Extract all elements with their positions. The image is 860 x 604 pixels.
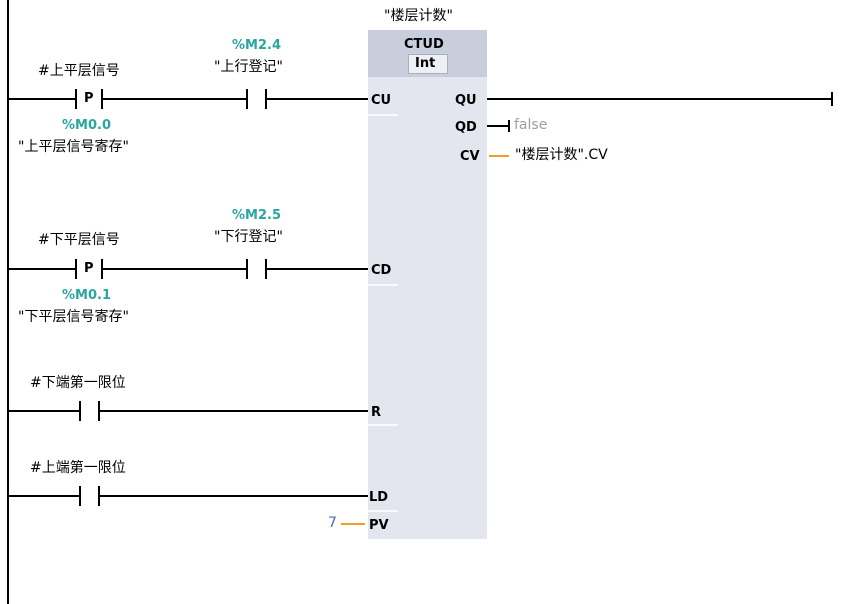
qd-wire-end — [508, 120, 510, 132]
rung4-wire — [8, 495, 368, 497]
block-instance-name[interactable]: "楼层计数" — [384, 8, 453, 24]
rung2-p-mark: P — [84, 261, 94, 276]
block-datatype-box[interactable] — [408, 54, 448, 74]
rung4-no-contact-right — [98, 486, 100, 506]
pin-ld-label: LD — [369, 490, 389, 505]
rung2-p-contact-gap[interactable] — [77, 260, 101, 278]
rung2-p-contact-right — [101, 259, 103, 279]
pin-r-label: R — [371, 405, 382, 420]
rung1-p-memory[interactable]: "上平层信号寄存" — [18, 139, 129, 155]
pin-cv-label: CV — [460, 149, 480, 164]
qu-wire-end — [831, 92, 833, 106]
rung2-no-contact-gap[interactable] — [248, 260, 265, 278]
rung1-p-label[interactable]: #上平层信号 — [38, 63, 120, 79]
pin-ld-mark — [368, 510, 398, 512]
pin-qd-label: QD — [455, 120, 477, 135]
rung4-no-contact-left — [79, 486, 81, 506]
cv-value[interactable]: "楼层计数".CV — [515, 147, 608, 163]
rung1-p-contact-right — [101, 89, 103, 109]
pin-cd-mark — [368, 284, 398, 286]
cv-output-wire — [489, 155, 509, 157]
block-datatype: Int — [415, 56, 436, 71]
rung1-p-contact-left — [75, 89, 77, 109]
pin-qu-label: QU — [455, 93, 477, 108]
rung1-p-address: %M0.0 — [62, 118, 111, 133]
rung1-no-contact-left — [246, 89, 248, 109]
left-power-rail — [7, 0, 9, 604]
rung2-contact-label[interactable]: "下行登记" — [214, 229, 283, 245]
rung2-p-address: %M0.1 — [62, 288, 111, 303]
rung1-no-contact-gap[interactable] — [248, 90, 265, 108]
pin-cu-label: CU — [371, 93, 392, 108]
rung1-p-contact-gap[interactable] — [77, 90, 101, 108]
pin-cd-label: CD — [371, 263, 392, 278]
rung4-contact-label[interactable]: #上端第一限位 — [30, 460, 126, 476]
pin-r-mark — [368, 424, 398, 426]
rung3-no-contact-left — [79, 401, 81, 421]
rung1-wire — [8, 98, 368, 100]
rung3-no-contact-gap[interactable] — [81, 402, 98, 420]
qd-value[interactable]: false — [514, 117, 548, 133]
qu-output-wire — [487, 98, 832, 100]
rung1-no-contact-right — [265, 89, 267, 109]
rung1-contact-address: %M2.4 — [232, 38, 281, 53]
rung2-p-contact-left — [75, 259, 77, 279]
pv-value[interactable]: 7 — [328, 515, 337, 531]
block-type: CTUD — [404, 37, 444, 52]
rung2-p-memory[interactable]: "下平层信号寄存" — [18, 309, 129, 325]
rung3-wire — [8, 410, 368, 412]
rung2-contact-address: %M2.5 — [232, 208, 281, 223]
pv-input-wire — [341, 523, 365, 525]
rung2-no-contact-right — [265, 259, 267, 279]
rung3-no-contact-right — [98, 401, 100, 421]
rung3-contact-label[interactable]: #下端第一限位 — [30, 375, 126, 391]
rung2-wire — [8, 268, 368, 270]
rung2-no-contact-left — [246, 259, 248, 279]
rung4-no-contact-gap[interactable] — [81, 487, 98, 505]
rung2-p-label[interactable]: #下平层信号 — [38, 232, 120, 248]
pin-pv-label: PV — [369, 518, 389, 533]
qd-output-wire — [487, 125, 509, 127]
rung1-p-mark: P — [84, 91, 94, 106]
rung1-contact-label[interactable]: "上行登记" — [214, 59, 283, 75]
pin-cu-mark — [368, 114, 398, 116]
